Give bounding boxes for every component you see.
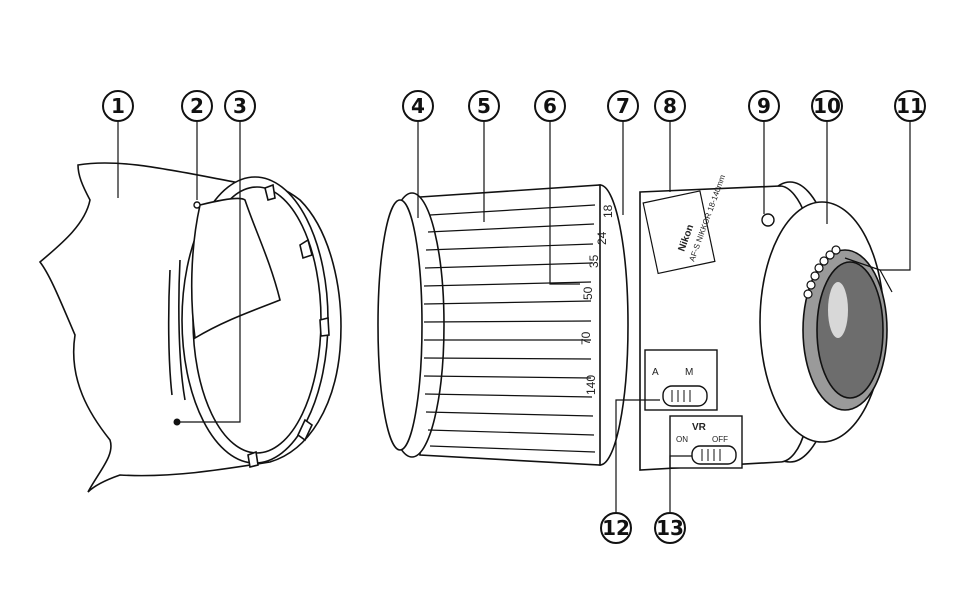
callout-6: 6 bbox=[534, 90, 566, 122]
hood-mounting-index-dot bbox=[193, 201, 201, 209]
callout-3: 3 bbox=[224, 90, 256, 122]
callout-10: 10 bbox=[811, 90, 843, 122]
svg-text:10: 10 bbox=[813, 94, 841, 118]
zoom-scale-mark: 35 bbox=[587, 254, 601, 268]
svg-text:9: 9 bbox=[757, 94, 771, 118]
zoom-ring-grip bbox=[423, 204, 596, 453]
zoom-scale-mark: 24 bbox=[595, 231, 609, 245]
svg-text:7: 7 bbox=[616, 94, 630, 118]
focus-mode-a-label: A bbox=[652, 367, 659, 378]
callout-8: 8 bbox=[654, 90, 686, 122]
callout-1: 1 bbox=[102, 90, 134, 122]
svg-text:3: 3 bbox=[233, 94, 247, 118]
callout-2: 2 bbox=[181, 90, 213, 122]
zoom-scale-mark: 50 bbox=[581, 286, 595, 300]
callout-markers: 1 2 3 4 5 6 7 8 9 10 11 12 13 bbox=[102, 90, 926, 544]
callout-4: 4 bbox=[402, 90, 434, 122]
svg-text:2: 2 bbox=[190, 94, 204, 118]
callout-13: 13 bbox=[654, 512, 686, 544]
zoom-scale-mark: 70 bbox=[579, 331, 593, 345]
mounting-index-dot bbox=[761, 213, 775, 227]
lens-body bbox=[377, 181, 888, 471]
svg-text:13: 13 bbox=[656, 516, 684, 540]
vr-label: VR bbox=[692, 422, 707, 433]
zoom-scale-mark: 140 bbox=[584, 375, 598, 395]
cpu-contacts bbox=[803, 245, 841, 299]
focus-mode-switch[interactable]: A M bbox=[644, 349, 718, 411]
focus-mode-m-label: M bbox=[685, 367, 693, 378]
zoom-scale: 18 24 35 50 70 140 bbox=[579, 204, 615, 395]
callout-7: 7 bbox=[607, 90, 639, 122]
svg-text:1: 1 bbox=[111, 94, 125, 118]
svg-text:11: 11 bbox=[896, 94, 924, 118]
svg-text:8: 8 bbox=[663, 94, 677, 118]
focus-mode-slider[interactable] bbox=[662, 385, 708, 407]
callout-5: 5 bbox=[468, 90, 500, 122]
svg-text:4: 4 bbox=[411, 94, 425, 118]
svg-text:12: 12 bbox=[602, 516, 630, 540]
callout-12: 12 bbox=[600, 512, 632, 544]
vr-switch[interactable]: VR ON OFF bbox=[669, 415, 743, 469]
vr-on-label: ON bbox=[676, 435, 688, 444]
zoom-scale-mark: 18 bbox=[601, 204, 615, 218]
hood-lock-mark-dot bbox=[173, 418, 181, 426]
callout-9: 9 bbox=[748, 90, 780, 122]
callout-11: 11 bbox=[894, 90, 926, 122]
svg-text:5: 5 bbox=[477, 94, 491, 118]
vr-off-label: OFF bbox=[712, 435, 728, 444]
leader-lines bbox=[117, 122, 911, 512]
svg-text:6: 6 bbox=[543, 94, 557, 118]
lens-hood bbox=[38, 162, 342, 493]
